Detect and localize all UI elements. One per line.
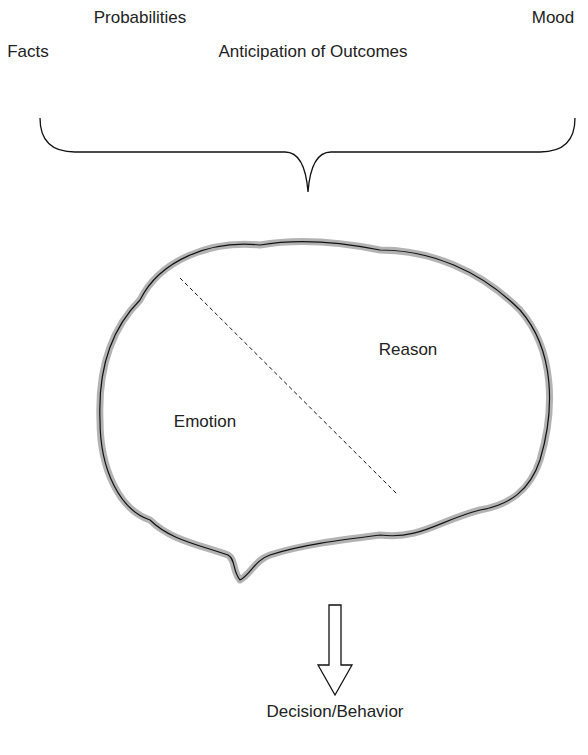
- diagram-label: Probabilities: [94, 8, 187, 28]
- diagram-label: Mood: [532, 8, 575, 28]
- region-label: Emotion: [174, 412, 236, 432]
- curly-bracket: [40, 118, 575, 192]
- brain-outline: Emotion Reason: [95, 232, 555, 584]
- brain-shape: [95, 232, 555, 584]
- diagram-label: Anticipation of Outcomes: [219, 42, 408, 62]
- down-arrow: [318, 605, 352, 695]
- diagram-label: Facts: [7, 42, 49, 62]
- diagram-label: Decision/Behavior: [266, 702, 403, 722]
- region-label: Reason: [379, 340, 438, 360]
